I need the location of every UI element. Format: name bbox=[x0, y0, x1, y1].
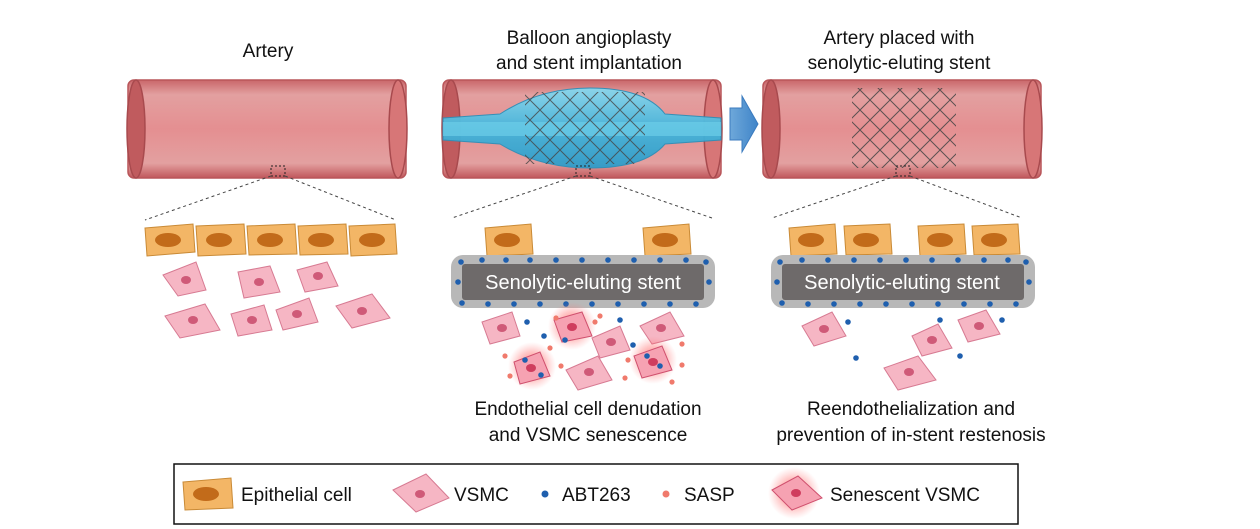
epithelial-cell bbox=[144, 223, 196, 257]
vsmc-cell bbox=[335, 293, 391, 329]
panel-3-title-line-1: Artery placed with bbox=[823, 28, 974, 49]
legend-label: VSMC bbox=[454, 485, 509, 506]
stent-label: Senolytic-eluting stent bbox=[485, 272, 681, 294]
process-arrow-icon bbox=[729, 94, 759, 154]
zoom-line bbox=[284, 175, 397, 221]
senolytic-stent-bar-2: Senolytic-eluting stent bbox=[451, 255, 715, 308]
senolytic-stent-bar-3: Senolytic-eluting stent bbox=[771, 255, 1035, 308]
zoom-line bbox=[909, 175, 1023, 219]
senescent-vsmc bbox=[629, 336, 677, 384]
zoom-line bbox=[451, 175, 577, 219]
vsmc-cell bbox=[296, 261, 339, 293]
vsmc-cell bbox=[164, 303, 221, 339]
panel-balloon-angioplasty: Balloon angioplasty and stent implantati… bbox=[441, 28, 723, 446]
panel-2-title-line-2: and stent implantation bbox=[496, 53, 682, 74]
legend-item-abt263: ABT263 bbox=[541, 485, 631, 506]
vsmc-cell bbox=[957, 309, 1001, 343]
vsmc-cell bbox=[591, 325, 631, 359]
vsmc-cell bbox=[801, 311, 847, 347]
epithelial-cell bbox=[484, 223, 534, 257]
stent-mesh bbox=[852, 88, 956, 168]
panel-3-caption-line-2: prevention of in-stent restenosis bbox=[776, 425, 1045, 446]
artery-tube-1 bbox=[126, 79, 408, 179]
sasp-dots bbox=[502, 313, 685, 385]
panel-3-title-line-2: senolytic-eluting stent bbox=[808, 53, 991, 74]
epithelial-cell bbox=[195, 223, 247, 257]
vsmc-cell bbox=[639, 311, 685, 345]
zoom-line bbox=[771, 175, 897, 219]
panel-artery: Artery bbox=[126, 41, 408, 339]
abt263-dots-free-3 bbox=[845, 317, 1005, 361]
legend-label: Senescent VSMC bbox=[830, 485, 980, 506]
vsmc-layer bbox=[162, 261, 391, 339]
legend-item-epithelial-cell: Epithelial cell bbox=[182, 477, 352, 511]
panel-2-title-line-1: Balloon angioplasty bbox=[507, 28, 672, 49]
legend-label: SASP bbox=[684, 485, 735, 506]
epithelial-cell bbox=[246, 223, 298, 256]
legend-label: Epithelial cell bbox=[241, 485, 352, 506]
epithelial-cell-layer-3 bbox=[788, 223, 1021, 257]
epithelial-cell bbox=[788, 223, 838, 257]
stent-label: Senolytic-eluting stent bbox=[804, 272, 1000, 294]
epithelial-cell-layer bbox=[144, 223, 398, 257]
legend: Epithelial cell VSMC ABT263 SASP Senesce… bbox=[173, 463, 1019, 525]
panel-1-title: Artery bbox=[243, 41, 294, 62]
legend-item-vsmc: VSMC bbox=[392, 473, 509, 513]
epithelial-cell bbox=[843, 223, 893, 256]
legend-item-senescent-vsmc: Senescent VSMC bbox=[768, 467, 980, 519]
vsmc-cell bbox=[565, 355, 613, 391]
epithelial-cell bbox=[297, 223, 349, 256]
vsmc-cell bbox=[481, 311, 521, 345]
vsmc-cell bbox=[883, 355, 937, 391]
vsmc-cell bbox=[275, 297, 319, 331]
epithelial-cell bbox=[348, 223, 398, 257]
abt263-dots-on-stent-3 bbox=[774, 257, 1032, 307]
senescent-vsmc bbox=[548, 302, 596, 350]
epithelial-cell bbox=[917, 223, 967, 257]
stent-mesh bbox=[525, 92, 645, 164]
vsmc-cell bbox=[237, 265, 281, 299]
legend-box bbox=[173, 463, 1019, 525]
panel-senolytic-stent: Artery placed with senolytic-eluting ste… bbox=[761, 28, 1046, 446]
epithelial-cell bbox=[971, 223, 1021, 256]
zoom-line bbox=[589, 175, 713, 219]
zoom-line bbox=[144, 175, 272, 221]
abt263-dots-on-stent-2 bbox=[455, 257, 712, 307]
abt263-dots-free-2 bbox=[522, 317, 663, 378]
vsmc-cell bbox=[911, 323, 953, 357]
epithelial-cell bbox=[642, 223, 692, 257]
legend-item-sasp: SASP bbox=[662, 485, 735, 506]
vsmc-cell bbox=[230, 304, 273, 337]
vsmc-layer-3 bbox=[801, 309, 1001, 391]
abt263-dot-icon bbox=[541, 490, 549, 498]
panel-2-caption-line-2: and VSMC senescence bbox=[489, 425, 688, 446]
legend-label: ABT263 bbox=[562, 485, 631, 506]
panel-3-caption-line-1: Reendothelialization and bbox=[807, 399, 1015, 420]
vsmc-cell bbox=[162, 261, 207, 297]
panel-2-caption-line-1: Endothelial cell denudation bbox=[474, 399, 701, 420]
sasp-dot-icon bbox=[662, 490, 670, 498]
